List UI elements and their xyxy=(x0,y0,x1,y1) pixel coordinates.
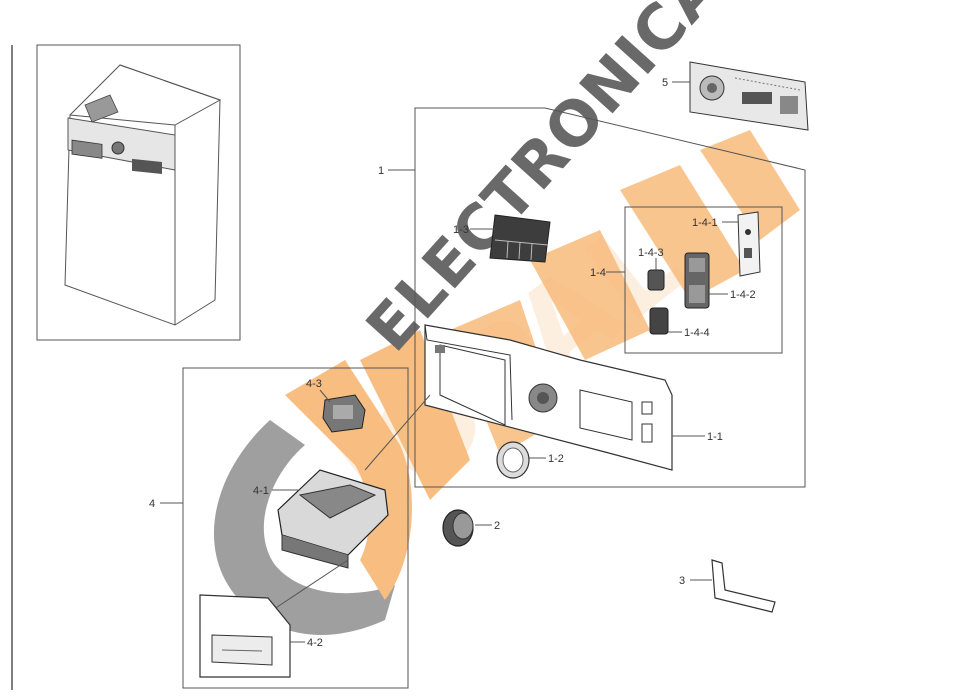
part-2-knob: 2 xyxy=(442,509,500,547)
part-3-bracket: 3 xyxy=(679,559,776,613)
watermark-stripe-5 xyxy=(700,130,800,240)
reference-machine-panel xyxy=(36,44,241,341)
part-1-4-3-button: 1-4-3 xyxy=(638,247,665,291)
label-1-4: 1-4 xyxy=(590,267,606,279)
label-1: 1 xyxy=(378,165,384,177)
label-4-1: 4-1 xyxy=(253,485,269,497)
part-1-4-4-button: 1-4-4 xyxy=(649,307,710,339)
label-5: 5 xyxy=(662,77,668,89)
watermark-stripe-4 xyxy=(620,165,745,300)
label-1-4-3: 1-4-3 xyxy=(638,247,664,259)
part-5-pcb-board: 5 xyxy=(662,61,809,131)
label-4: 4 xyxy=(149,498,155,510)
watermark-j-gray xyxy=(213,420,395,635)
label-4-3: 4-3 xyxy=(306,378,322,390)
part-1-4-2-button-block: 1-4-2 xyxy=(684,252,756,309)
part-4-3-siphon-cap: 4-3 xyxy=(306,378,366,433)
part-1-3-display-window: 1-3 xyxy=(453,214,551,263)
label-1-4-1: 1-4-1 xyxy=(692,217,718,229)
label-3: 3 xyxy=(679,575,685,587)
label-1-4-4: 1-4-4 xyxy=(684,327,710,339)
watermark-stripe-3 xyxy=(530,230,650,360)
reference-dial-icon xyxy=(111,141,125,155)
label-1-4-2: 1-4-2 xyxy=(730,289,756,301)
group-4-box: 4 xyxy=(149,367,431,689)
group-1-4-box: 1-4 xyxy=(590,206,783,354)
watermark-j-orange xyxy=(285,360,412,600)
part-4-2-drawer-front: 4-2 xyxy=(199,594,323,678)
label-1-1: 1-1 xyxy=(707,431,723,443)
part-1-2-dial-ring: 1-2 xyxy=(496,441,564,479)
label-4-2: 4-2 xyxy=(307,637,323,649)
part-1-1-control-panel: 1-1 xyxy=(424,324,723,471)
label-2: 2 xyxy=(494,520,500,532)
part-4-1-detergent-drawer: 4-1 xyxy=(249,469,389,626)
part-1-4-1-button-holder: 1-4-1 xyxy=(692,211,761,277)
group-1-box: 1 xyxy=(378,107,806,488)
label-1-2: 1-2 xyxy=(548,453,564,465)
label-1-3: 1-3 xyxy=(453,224,469,236)
